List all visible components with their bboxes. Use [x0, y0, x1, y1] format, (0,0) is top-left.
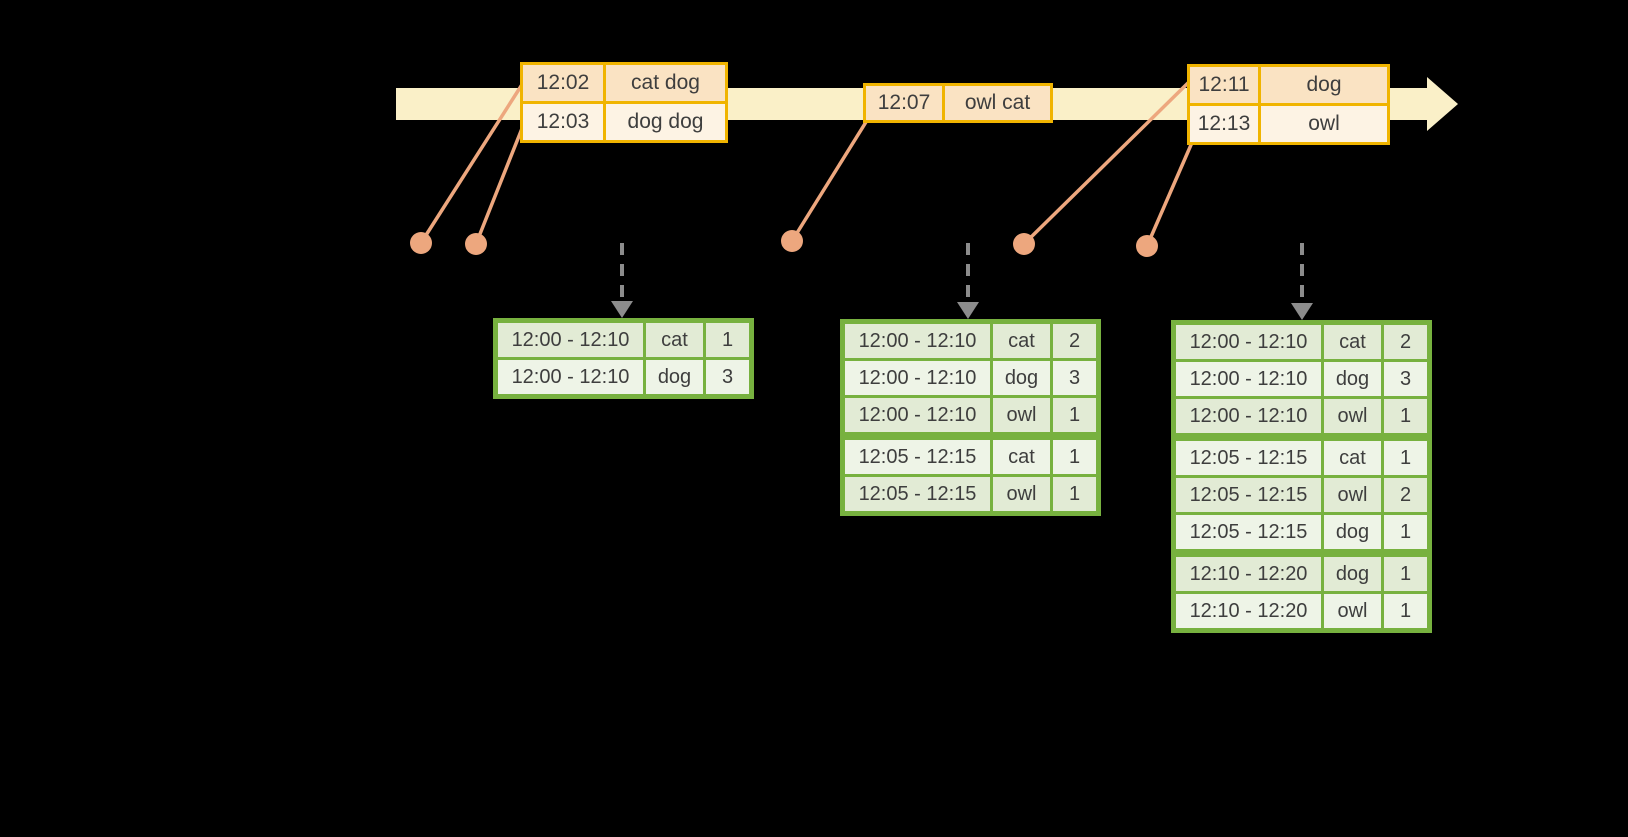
- result-row: 12:00 - 12:10 dog 3: [498, 360, 749, 394]
- window-cell: 12:05 - 12:15: [845, 477, 990, 511]
- result-row: 12:05 - 12:15 owl 1: [845, 477, 1096, 511]
- trigger-arrow-shafts: [620, 243, 1304, 300]
- trigger-arrowheads: [611, 301, 1313, 320]
- event-row: 12:07 owl cat: [866, 86, 1050, 120]
- result-row: 12:10 - 12:20 dog 1: [1176, 557, 1427, 591]
- count-cell: 2: [1384, 478, 1427, 512]
- count-cell: 3: [706, 360, 749, 394]
- event-marker-dot-icon: [410, 232, 432, 254]
- count-cell: 1: [1053, 440, 1096, 474]
- event-marker-dot-icon: [465, 233, 487, 255]
- event-connector-line: [1022, 79, 1192, 246]
- result-row: 12:00 - 12:10 owl 1: [1176, 399, 1427, 433]
- event-words-cell: dog dog: [606, 104, 725, 140]
- word-cell: owl: [1324, 594, 1381, 628]
- event-time-cell: 12:07: [866, 86, 942, 120]
- timeline-arrowhead-icon: [1427, 77, 1458, 131]
- event-row: 12:11 dog: [1190, 67, 1387, 103]
- event-marker-dot-icon: [1013, 233, 1035, 255]
- count-cell: 1: [1053, 477, 1096, 511]
- result-row: 12:05 - 12:15 dog 1: [1176, 515, 1427, 549]
- result-row: 12:00 - 12:10 owl 1: [845, 398, 1096, 432]
- word-cell: owl: [993, 398, 1050, 432]
- result-row: 12:00 - 12:10 cat 1: [498, 323, 749, 357]
- word-cell: cat: [1324, 441, 1381, 475]
- event-words-cell: owl: [1261, 106, 1387, 142]
- count-cell: 1: [1384, 515, 1427, 549]
- count-cell: 1: [706, 323, 749, 357]
- window-cell: 12:00 - 12:10: [845, 398, 990, 432]
- count-cell: 1: [1384, 557, 1427, 591]
- window-cell: 12:00 - 12:10: [1176, 325, 1321, 359]
- count-cell: 2: [1384, 325, 1427, 359]
- result-table-3: 12:00 - 12:10 cat 2 12:00 - 12:10 dog 3 …: [1171, 320, 1432, 633]
- event-connector-lines: [419, 79, 1199, 247]
- event-time-cell: 12:03: [523, 104, 603, 140]
- result-row: 12:00 - 12:10 dog 3: [1176, 362, 1427, 396]
- window-cell: 12:05 - 12:15: [845, 440, 990, 474]
- trigger-arrowhead-icon: [957, 302, 979, 319]
- word-cell: cat: [1324, 325, 1381, 359]
- event-connector-line: [474, 125, 525, 245]
- result-row: 12:00 - 12:10 dog 3: [845, 361, 1096, 395]
- window-cell: 12:05 - 12:15: [1176, 478, 1321, 512]
- result-table-2: 12:00 - 12:10 cat 2 12:00 - 12:10 dog 3 …: [840, 319, 1101, 516]
- event-row: 12:13 owl: [1190, 106, 1387, 142]
- window-cell: 12:05 - 12:15: [1176, 441, 1321, 475]
- word-cell: owl: [993, 477, 1050, 511]
- window-cell: 12:00 - 12:10: [845, 361, 990, 395]
- count-cell: 1: [1384, 399, 1427, 433]
- result-table-1: 12:00 - 12:10 cat 1 12:00 - 12:10 dog 3: [493, 318, 754, 399]
- word-cell: dog: [1324, 362, 1381, 396]
- word-cell: owl: [1324, 399, 1381, 433]
- count-cell: 1: [1053, 398, 1096, 432]
- event-words-cell: cat dog: [606, 65, 725, 101]
- word-cell: cat: [993, 324, 1050, 358]
- result-row: 12:05 - 12:15 owl 2: [1176, 478, 1427, 512]
- word-cell: dog: [1324, 515, 1381, 549]
- word-cell: dog: [646, 360, 703, 394]
- event-marker-dot-icon: [781, 230, 803, 252]
- result-row: 12:10 - 12:20 owl 1: [1176, 594, 1427, 628]
- event-row: 12:02 cat dog: [523, 65, 725, 101]
- event-time-cell: 12:11: [1190, 67, 1258, 103]
- event-connector-line: [419, 82, 525, 244]
- trigger-arrowhead-icon: [1291, 303, 1313, 320]
- event-time-cell: 12:02: [523, 65, 603, 101]
- event-marker-dot-icon: [1136, 235, 1158, 257]
- window-cell: 12:10 - 12:20: [1176, 594, 1321, 628]
- event-words-cell: dog: [1261, 67, 1387, 103]
- count-cell: 3: [1384, 362, 1427, 396]
- event-marker-dots: [410, 230, 1158, 257]
- window-cell: 12:10 - 12:20: [1176, 557, 1321, 591]
- window-cell: 12:00 - 12:10: [498, 360, 643, 394]
- result-row: 12:05 - 12:15 cat 1: [1176, 441, 1427, 475]
- word-cell: owl: [1324, 478, 1381, 512]
- result-row: 12:00 - 12:10 cat 2: [1176, 325, 1427, 359]
- window-cell: 12:05 - 12:15: [1176, 515, 1321, 549]
- count-cell: 3: [1053, 361, 1096, 395]
- count-cell: 2: [1053, 324, 1096, 358]
- result-row: 12:05 - 12:15 cat 1: [845, 440, 1096, 474]
- event-table-1207: 12:07 owl cat: [863, 83, 1053, 123]
- word-cell: cat: [646, 323, 703, 357]
- event-connector-line: [1145, 130, 1199, 247]
- count-cell: 1: [1384, 594, 1427, 628]
- result-row: 12:00 - 12:10 cat 2: [845, 324, 1096, 358]
- event-table-1202: 12:02 cat dog 12:03 dog dog: [520, 62, 728, 143]
- word-cell: dog: [993, 361, 1050, 395]
- event-table-1211: 12:11 dog 12:13 owl: [1187, 64, 1390, 145]
- window-cell: 12:00 - 12:10: [1176, 399, 1321, 433]
- window-cell: 12:00 - 12:10: [1176, 362, 1321, 396]
- word-cell: dog: [1324, 557, 1381, 591]
- window-cell: 12:00 - 12:10: [845, 324, 990, 358]
- window-cell: 12:00 - 12:10: [498, 323, 643, 357]
- word-cell: cat: [993, 440, 1050, 474]
- trigger-arrowhead-icon: [611, 301, 633, 318]
- event-words-cell: owl cat: [945, 86, 1050, 120]
- event-time-cell: 12:13: [1190, 106, 1258, 142]
- event-row: 12:03 dog dog: [523, 104, 725, 140]
- count-cell: 1: [1384, 441, 1427, 475]
- event-connector-line: [790, 121, 868, 242]
